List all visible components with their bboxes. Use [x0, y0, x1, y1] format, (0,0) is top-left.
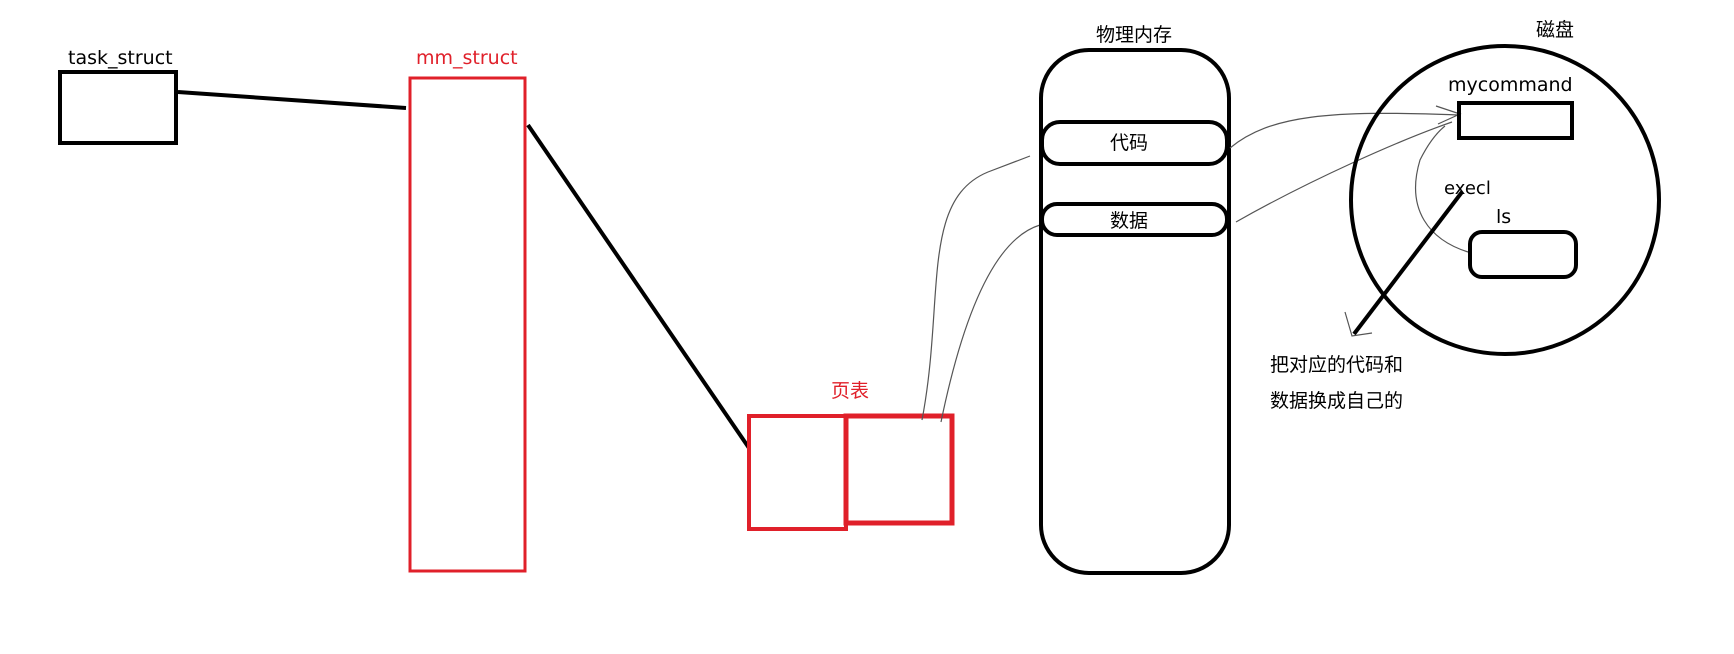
data-segment-label: 数据: [1110, 210, 1148, 232]
physical-memory-body: [1039, 48, 1231, 575]
execl-pointer-tick: [1344, 311, 1373, 337]
data-to-mycommand-curve: [1235, 121, 1453, 223]
page-table-to-data-curve: [940, 224, 1041, 423]
mycommand-box: [1457, 101, 1574, 140]
page-table-right-cell: [843, 413, 955, 526]
mycommand-label: mycommand: [1448, 74, 1573, 96]
task-struct-label: task_struct: [68, 47, 173, 69]
data-segment: [1040, 202, 1229, 237]
task-struct-box: [58, 70, 178, 145]
ls-box: [1468, 230, 1578, 279]
task-to-mm-connector: [177, 90, 407, 110]
mm-struct-node: mm_struct: [408, 47, 527, 573]
mm-struct-box: [408, 76, 527, 573]
page-table-left-cell: [747, 414, 848, 531]
page-table-node: 页表: [747, 380, 955, 531]
execl-pointer-line: [1352, 190, 1464, 336]
disk-node: 磁盘 mycommand ls execl: [1349, 19, 1661, 356]
mm-struct-label: mm_struct: [416, 47, 518, 69]
code-segment-label: 代码: [1110, 132, 1148, 154]
ls-to-mycommand-curve: [1415, 125, 1469, 253]
mm-to-page-table-connector: [526, 123, 751, 450]
task-struct-node: task_struct: [58, 47, 178, 145]
code-segment: [1040, 120, 1229, 166]
note-line-2: 数据换成自己的: [1270, 390, 1403, 412]
page-table-to-code-curve: [921, 155, 1031, 421]
physical-memory-node: 物理内存 代码 数据: [1039, 24, 1231, 575]
disk-circle: [1349, 44, 1661, 356]
code-to-mycommand-curve: [1229, 112, 1459, 149]
physical-memory-label: 物理内存: [1096, 24, 1172, 46]
execl-label: execl: [1444, 178, 1491, 199]
ls-label: ls: [1496, 206, 1511, 228]
page-table-label: 页表: [831, 380, 869, 402]
note-line-1: 把对应的代码和: [1270, 354, 1403, 376]
disk-label: 磁盘: [1536, 19, 1574, 41]
